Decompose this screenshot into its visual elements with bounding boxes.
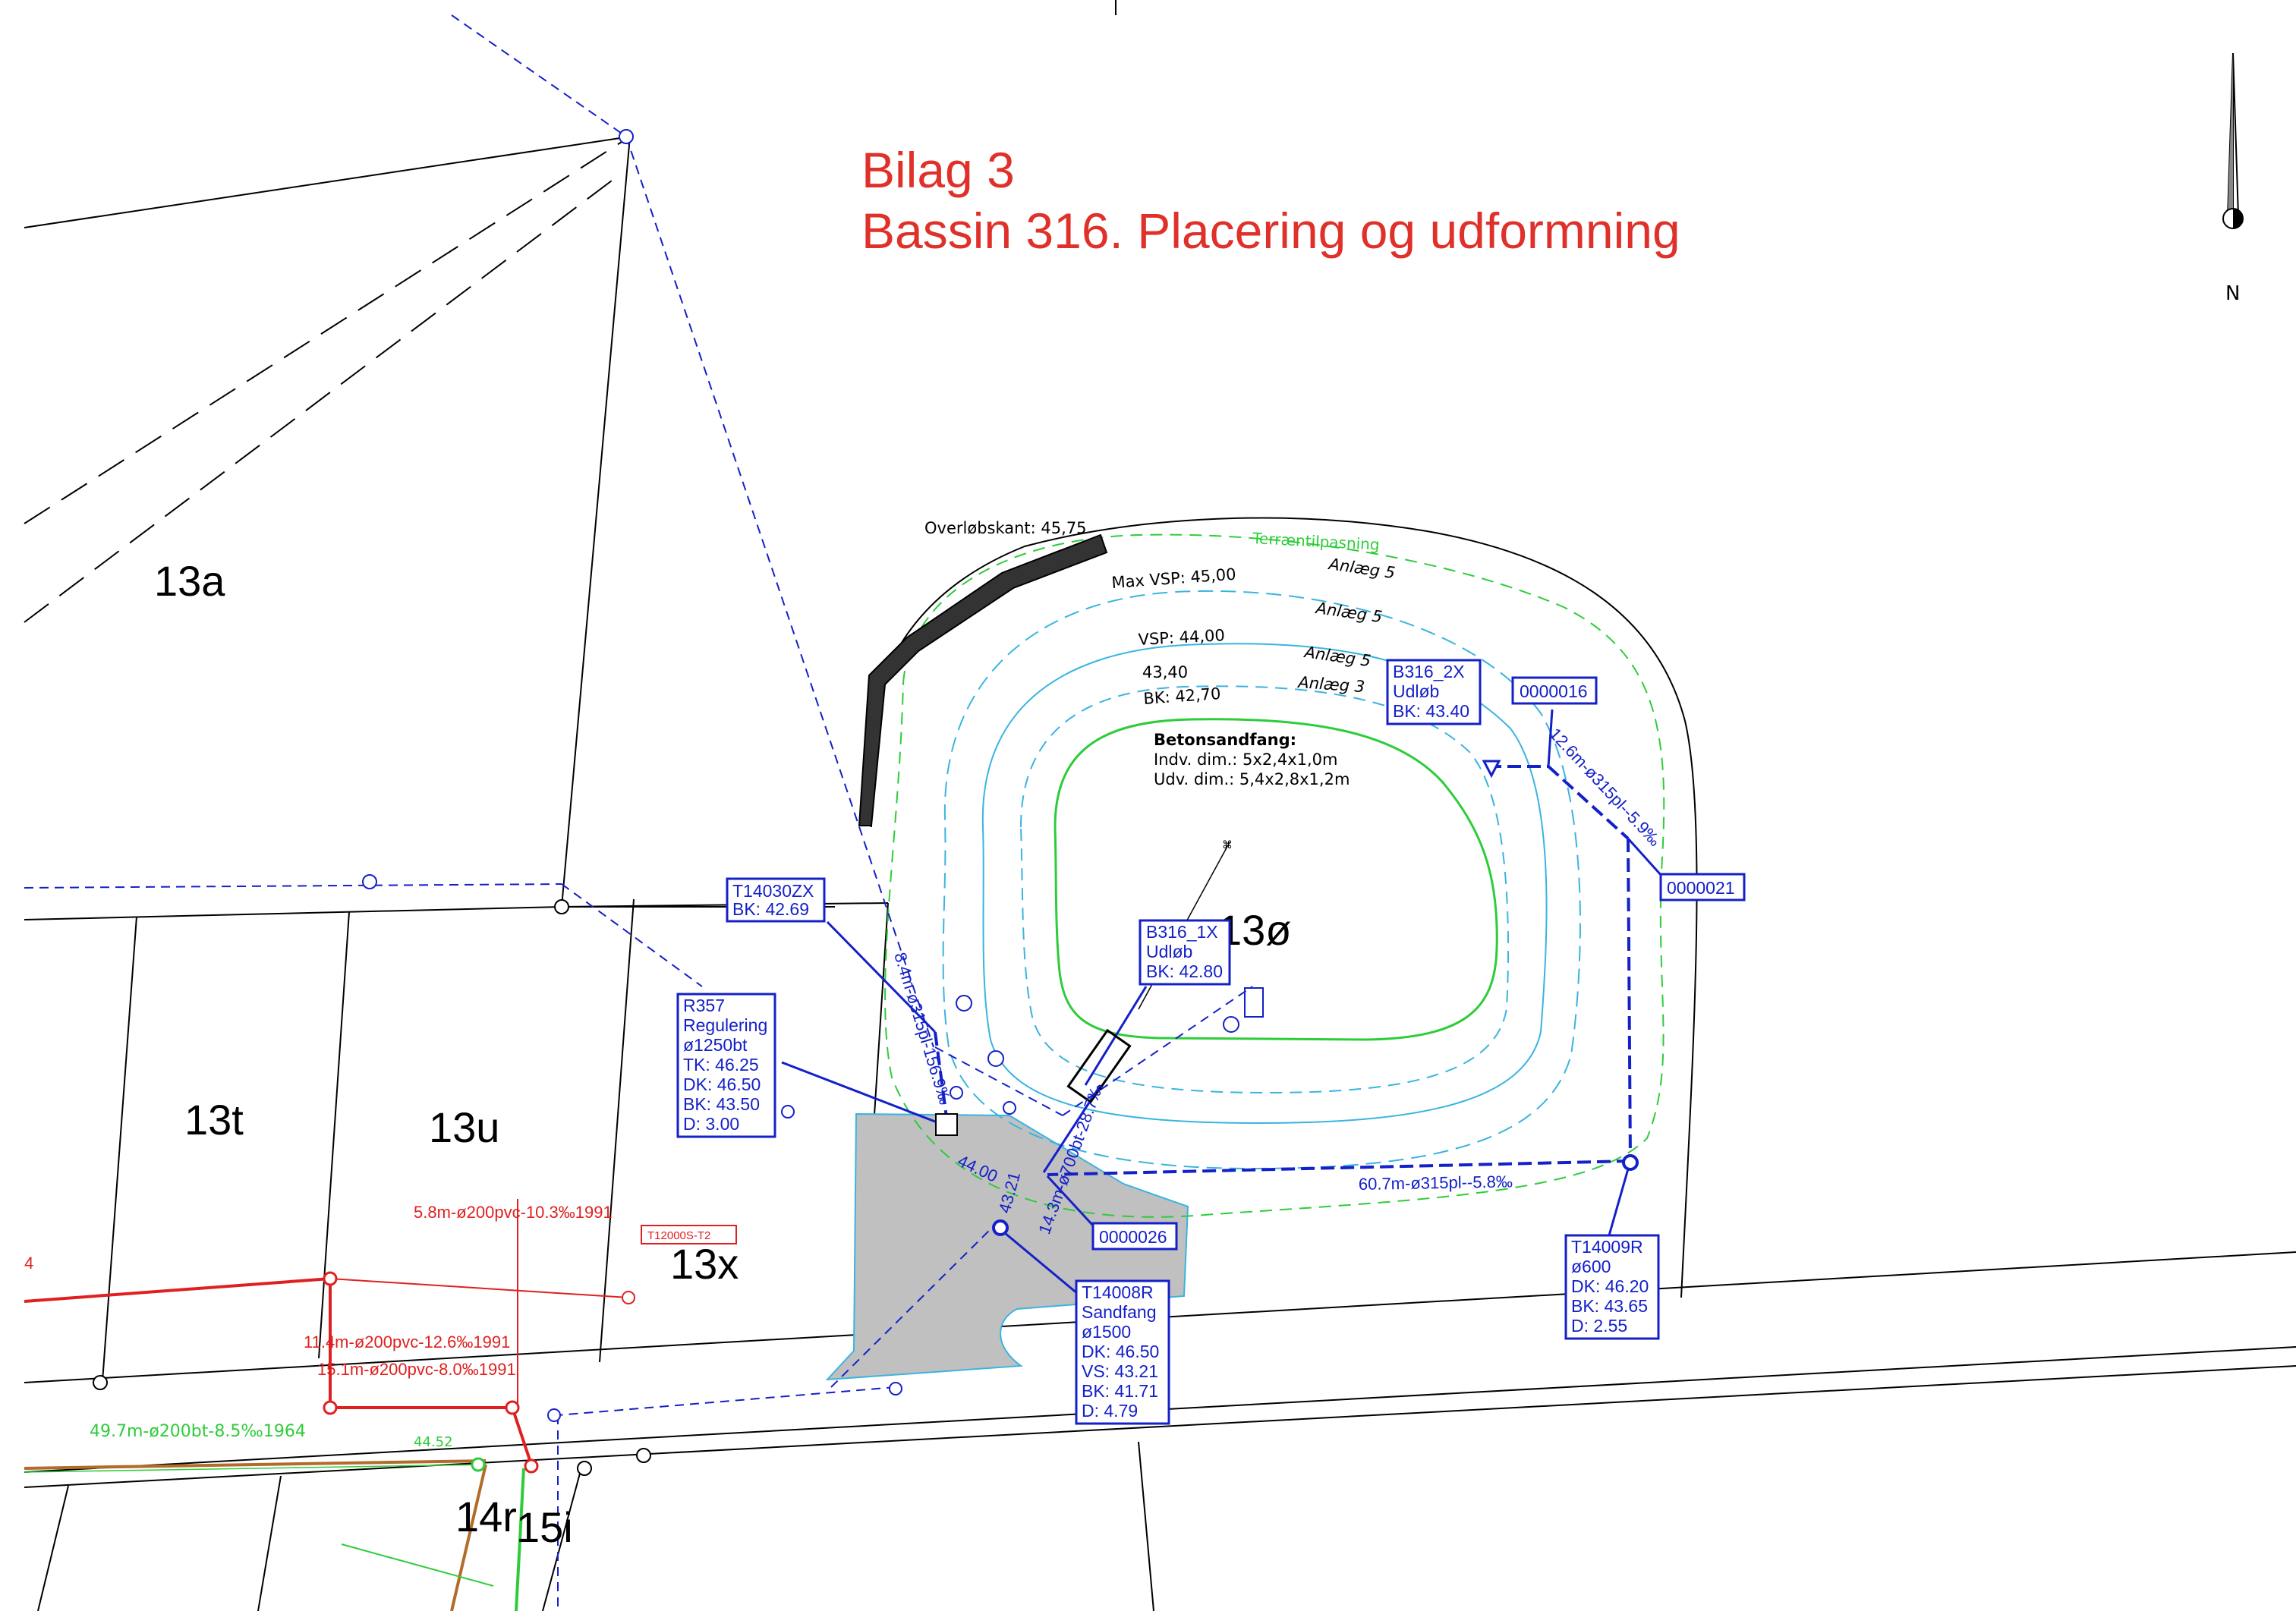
brown-pipe-down [450, 1464, 487, 1611]
svg-text:Udløb: Udløb [1393, 681, 1439, 701]
svg-text:0000016: 0000016 [1520, 681, 1588, 701]
svg-text:T14008R: T14008R [1082, 1282, 1154, 1302]
svg-text:B316_1X: B316_1X [1146, 922, 1218, 942]
brown-pipe [24, 1459, 487, 1470]
svg-text:DK: 46.20: DK: 46.20 [1571, 1276, 1649, 1296]
svg-text:0000021: 0000021 [1667, 878, 1735, 898]
manhole-box-t14008r[interactable]: T14008R Sandfang ø1500 DK: 46.50 VS: 43.… [1075, 1279, 1170, 1425]
overflow-edge [858, 533, 1108, 826]
svg-text:BK: 42.69: BK: 42.69 [732, 899, 809, 919]
sandfang-area [825, 1112, 1189, 1381]
manhole-box-b316-2x[interactable]: B316_2X Udløb BK: 43.40 [1386, 659, 1482, 725]
sandfang-note-heading: Betonsandfang: [1154, 731, 1296, 749]
parcel-13a: 13a [154, 557, 225, 605]
basin-bottom-contour [1054, 718, 1498, 1041]
manhole-box-t14009r[interactable]: T14009R ø600 DK: 46.20 BK: 43.65 D: 2.55 [1564, 1234, 1660, 1340]
parcel-14r: 14r [455, 1493, 517, 1540]
svg-text:ø1250bt: ø1250bt [683, 1035, 748, 1055]
manhole-box-r357[interactable]: R357 Regulering ø1250bt TK: 46.25 DK: 46… [676, 993, 776, 1138]
svg-text:BK: 43.65: BK: 43.65 [1571, 1296, 1648, 1316]
green-pipe-down [515, 1468, 525, 1611]
survey-points [93, 899, 651, 1476]
slope-label-4: Anlæg 3 [1296, 673, 1365, 696]
green-pipe-branch [341, 1543, 494, 1587]
marker-x: ⌘ [1222, 839, 1233, 851]
node-box-0000016[interactable]: 0000016 [1511, 676, 1598, 705]
slope-label-2: Anlæg 5 [1313, 599, 1383, 626]
existing-red-thin [329, 1199, 629, 1408]
svg-text:BK: 43.50: BK: 43.50 [683, 1094, 760, 1114]
pipe-label-3: 60.7m-ø315pl--5.8‰ [1359, 1172, 1513, 1194]
pipe-label-1: 8.4m-ø315pl-156.9‰ [890, 950, 955, 1106]
sandfang-note-outer: Udv. dim.: 5,4x2,8x1,2m [1154, 770, 1350, 788]
vsp-label: VSP: 44,00 [1138, 626, 1225, 649]
dashed-parcel-lines [24, 136, 631, 623]
node-box-0000021[interactable]: 0000021 [1659, 873, 1746, 901]
max-vsp-label: Max VSP: 45,00 [1111, 565, 1237, 592]
existing-pipe-label-3: 15.1m-ø200pvc-8.0‰1991 [317, 1360, 516, 1379]
map-title-line1: Bilag 3 [861, 142, 1015, 198]
manhole-box-t14030zx[interactable]: T14030ZX BK: 42.69 [726, 877, 826, 923]
level-4340-label: 43,40 [1142, 663, 1188, 681]
level-4340-contour [1019, 685, 1510, 1094]
existing-red-pipes [24, 1277, 533, 1465]
svg-text:R357: R357 [683, 996, 725, 1015]
sandfang-note-inner: Indv. dim.: 5x2,4x1,0m [1154, 750, 1338, 769]
svg-text:BK: 43.40: BK: 43.40 [1393, 701, 1469, 721]
slope-label-1: Anlæg 5 [1326, 555, 1396, 582]
manhole-box-b316-1x[interactable]: B316_1X Udløb BK: 42.80 [1139, 919, 1231, 986]
svg-text:BK: 41.71: BK: 41.71 [1082, 1381, 1158, 1401]
svg-text:DK: 46.50: DK: 46.50 [683, 1075, 761, 1094]
sewer-mains [934, 765, 1632, 1176]
parcel-15i: 15i [516, 1503, 573, 1551]
svg-text:ø600: ø600 [1571, 1257, 1611, 1276]
parcel-13u: 13u [429, 1103, 499, 1151]
pipe-label-4: 12.6m-ø315pl--5.9‰ [1545, 724, 1665, 850]
terrain-contour [884, 533, 1665, 1218]
svg-text:VS: 43.21: VS: 43.21 [1082, 1361, 1158, 1381]
existing-pipe-label-2: 11.4m-ø200pvc-12.6‰1991 [304, 1333, 510, 1351]
svg-text:Regulering: Regulering [683, 1015, 767, 1035]
svg-text:B316_2X: B316_2X [1393, 662, 1465, 681]
green-level-label: 44.52 [414, 1434, 453, 1450]
svg-text:T14030ZX: T14030ZX [732, 881, 814, 901]
terrain-label: Terræntilpasning [1252, 529, 1380, 554]
node-box-0000026[interactable]: 0000026 [1091, 1222, 1178, 1251]
svg-text:D: 2.55: D: 2.55 [1571, 1316, 1627, 1336]
vsp-contour [981, 643, 1548, 1125]
bk-label: BK: 42,70 [1143, 684, 1221, 708]
parcel-13x: 13x [670, 1240, 739, 1288]
overflow-label: Overløbskant: 45,75 [924, 519, 1087, 537]
existing-edge-mark: 4 [24, 1254, 33, 1273]
green-pipe-label: 49.7m-ø200bt-8.5‰1964 [90, 1422, 306, 1441]
svg-text:ø1500: ø1500 [1082, 1322, 1131, 1342]
north-label: N [2225, 282, 2240, 305]
parcel-13t: 13t [184, 1096, 244, 1144]
svg-text:D: 3.00: D: 3.00 [683, 1114, 739, 1134]
existing-red-nodes [323, 1271, 635, 1474]
svg-text:Udløb: Udløb [1146, 942, 1192, 961]
svg-text:TK: 46.25: TK: 46.25 [683, 1055, 759, 1075]
north-arrow-icon [1115, 0, 2244, 230]
svg-text:0000026: 0000026 [1099, 1227, 1167, 1247]
svg-text:T14009R: T14009R [1571, 1237, 1643, 1257]
concrete-sandfang-structure [1066, 1028, 1132, 1104]
max-vsp-contour [942, 590, 1581, 1170]
existing-tag-label: T12000S-T2 [647, 1229, 710, 1242]
slope-label-3: Anlæg 5 [1302, 643, 1372, 670]
svg-text:D: 4.79: D: 4.79 [1082, 1401, 1138, 1421]
svg-text:Sandfang: Sandfang [1082, 1302, 1156, 1322]
green-node [471, 1457, 486, 1472]
existing-tag-box [641, 1225, 737, 1244]
green-pipe-line [24, 1464, 487, 1473]
existing-pipe-label-1: 5.8m-ø200pvc-10.3‰1991 [414, 1203, 613, 1222]
sewer-manholes [362, 129, 1639, 1422]
svg-text:BK: 42.80: BK: 42.80 [1146, 961, 1223, 981]
map-title-line2: Bassin 316. Placering og udformning [861, 203, 1680, 259]
svg-text:DK: 46.50: DK: 46.50 [1082, 1342, 1159, 1361]
